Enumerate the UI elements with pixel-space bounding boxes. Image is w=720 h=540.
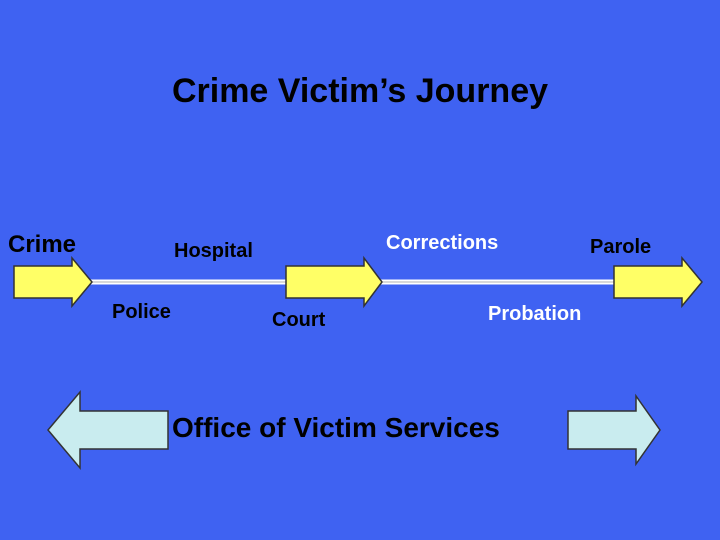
stage-label-probation: Probation bbox=[488, 303, 582, 325]
office-of-victim-services-label: Office of Victim Services bbox=[172, 412, 500, 443]
stage-label-parole: Parole bbox=[590, 236, 652, 258]
parole-stage-arrow bbox=[613, 255, 703, 309]
services-left-arrow bbox=[47, 389, 169, 471]
stage-label-hospital: Hospital bbox=[174, 240, 253, 262]
stage-label-crime: Crime bbox=[8, 231, 77, 258]
court-stage-arrow bbox=[285, 255, 383, 309]
stage-label-corrections: Corrections bbox=[386, 232, 499, 254]
crime-stage-arrow bbox=[13, 255, 93, 309]
stage-label-court: Court bbox=[272, 309, 326, 331]
services-right-arrow bbox=[567, 393, 661, 467]
stage-label-police: Police bbox=[112, 301, 171, 323]
slide-title: Crime Victim’s Journey bbox=[171, 72, 549, 110]
